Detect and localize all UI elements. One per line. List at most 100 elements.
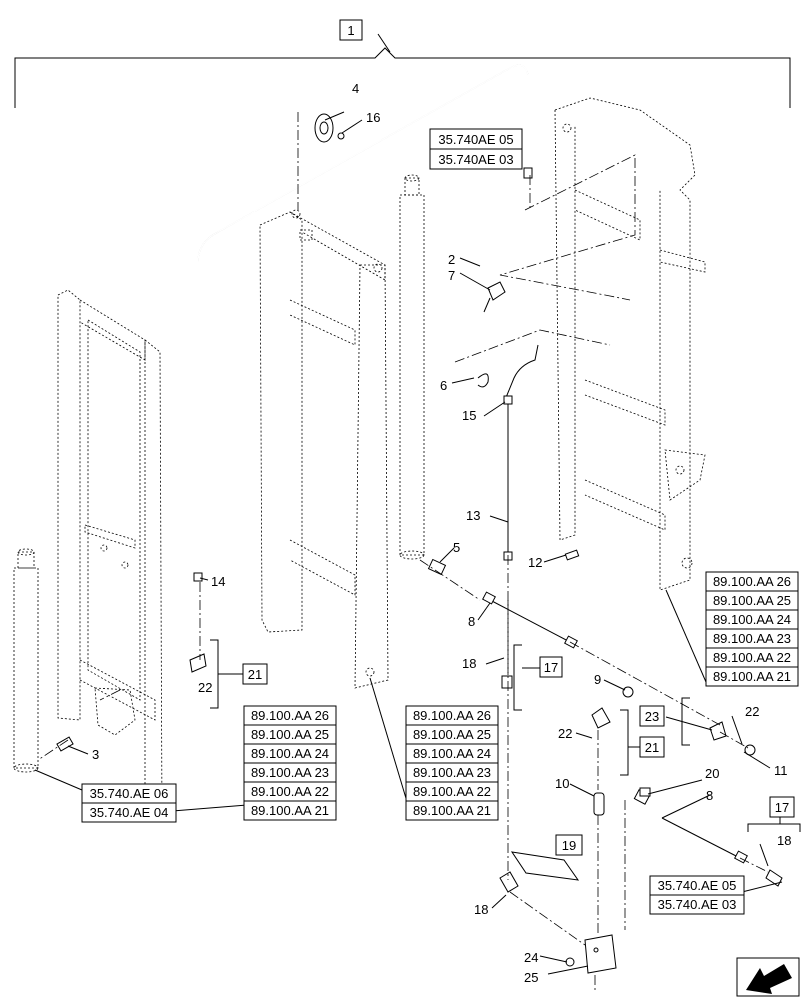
ref-stack-left-0: 89.100.AA 26 — [251, 708, 329, 723]
callout-23: 23 — [645, 709, 659, 724]
bolt-part-16 — [337, 132, 345, 140]
callout-18-lower: 18 — [474, 902, 488, 917]
elbow-part-9 — [622, 686, 634, 698]
left-cylinder — [13, 548, 39, 773]
callout-box-19 — [555, 834, 583, 856]
ref-bottom-left: 35.740.AE 06 35.740.AE 04 — [81, 783, 177, 823]
callout-8-upper: 8 — [468, 614, 475, 629]
ref-bottom-right-0: 35.740.AE 05 — [658, 878, 737, 893]
middle-cylinder — [399, 174, 425, 560]
fitting-part-15 — [504, 344, 539, 401]
ref-stack-right-0: 89.100.AA 26 — [713, 574, 791, 589]
long-hose-14 — [193, 64, 533, 582]
callout-25: 25 — [524, 970, 538, 985]
callout-8-lower: 8 — [706, 788, 713, 803]
callout-19: 19 — [562, 838, 576, 853]
nut-part-24 — [565, 957, 575, 967]
ref-stack-mid: 89.100.AA 26 89.100.AA 25 89.100.AA 24 8… — [405, 705, 499, 821]
ref-top-center-1: 35.740AE 03 — [438, 152, 513, 167]
callout-5: 5 — [453, 540, 460, 555]
callout-20: 20 — [705, 766, 719, 781]
fitting-part-5 — [427, 558, 447, 576]
ref-stack-right-5: 89.100.AA 21 — [713, 669, 791, 684]
ref-stack-right-4: 89.100.AA 22 — [713, 650, 791, 665]
panel-part-19 — [510, 851, 580, 881]
hose-part-8-lower — [633, 789, 748, 864]
callout-18-right: 18 — [777, 833, 791, 848]
callout-24: 24 — [524, 950, 538, 965]
callout-box-21-left — [242, 663, 268, 685]
callout-1: 1 — [347, 23, 354, 38]
clip-part-6 — [477, 373, 489, 388]
ref-stack-right-2: 89.100.AA 24 — [713, 612, 791, 627]
right-mast-frame — [554, 97, 706, 591]
callout-14: 14 — [211, 574, 225, 589]
assembly-bracket — [14, 33, 791, 108]
ref-stack-left-1: 89.100.AA 25 — [251, 727, 329, 742]
ref-stack-right-1: 89.100.AA 25 — [713, 593, 791, 608]
ref-stack-mid-2: 89.100.AA 24 — [413, 746, 491, 761]
callout-10: 10 — [555, 776, 569, 791]
callout-13: 13 — [466, 508, 480, 523]
leader-lines — [34, 111, 801, 975]
callout-17-lower: 17 — [775, 800, 789, 815]
callout-4: 4 — [352, 81, 359, 96]
callout-22-left: 22 — [198, 680, 212, 695]
middle-mast-frame — [259, 209, 389, 689]
fitting-part-20 — [639, 787, 651, 797]
left-mast-frame — [57, 289, 163, 821]
ref-bottom-left-0: 35.740.AE 06 — [90, 786, 169, 801]
plug-part-10 — [593, 792, 605, 816]
callout-labels: 1 4 16 2 7 6 15 13 5 12 14 8 18 17 9 22 … — [92, 19, 795, 985]
ref-stack-mid-3: 89.100.AA 23 — [413, 765, 491, 780]
ref-stack-left-3: 89.100.AA 23 — [251, 765, 329, 780]
callout-18-upper: 18 — [462, 656, 476, 671]
callout-17-upper: 17 — [544, 660, 558, 675]
callout-9: 9 — [594, 672, 601, 687]
ref-stack-left-2: 89.100.AA 24 — [251, 746, 329, 761]
pulley-part-4 — [314, 113, 334, 143]
ref-stack-left-5: 89.100.AA 21 — [251, 803, 329, 818]
ref-bottom-right: 35.740.AE 05 35.740.AE 03 — [649, 875, 745, 915]
direction-arrow-icon — [736, 957, 800, 997]
callout-12: 12 — [528, 555, 542, 570]
callout-16: 16 — [366, 110, 380, 125]
ref-stack-right: 89.100.AA 26 89.100.AA 25 89.100.AA 24 8… — [705, 571, 799, 687]
fitting-part-3 — [56, 736, 74, 752]
callout-box-23 — [639, 705, 665, 727]
elbow-part-18-lower — [499, 871, 519, 893]
elbow-fitting-center — [591, 707, 611, 729]
ref-stack-right-3: 89.100.AA 23 — [713, 631, 791, 646]
ref-stack-mid-5: 89.100.AA 21 — [413, 803, 491, 818]
ref-stack-left: 89.100.AA 26 89.100.AA 25 89.100.AA 24 8… — [243, 705, 337, 821]
callout-box-1 — [339, 19, 363, 41]
callout-box-17-lower — [769, 796, 795, 818]
clamp-part-7 — [483, 281, 506, 313]
callout-21-left: 21 — [248, 667, 262, 682]
callout-box-17-upper — [539, 656, 563, 678]
bolt-part-12 — [564, 549, 580, 561]
callout-15: 15 — [462, 408, 476, 423]
ref-stack-left-4: 89.100.AA 22 — [251, 784, 329, 799]
cap-part-11 — [744, 744, 756, 756]
callout-11: 11 — [774, 763, 788, 778]
hose-part-13 — [503, 395, 513, 561]
callout-21-right: 21 — [645, 740, 659, 755]
ref-stack-mid-1: 89.100.AA 25 — [413, 727, 491, 742]
hose-part-8-upper — [482, 591, 578, 649]
ref-top-center: 35.740AE 05 35.740AE 03 — [429, 128, 523, 170]
callout-7: 7 — [448, 268, 455, 283]
callout-box-21-right — [639, 736, 665, 758]
callout-22-center: 22 — [558, 726, 572, 741]
center-lines — [37, 112, 769, 990]
callout-22-right: 22 — [745, 704, 759, 719]
callout-6: 6 — [440, 378, 447, 393]
ref-stack-mid-0: 89.100.AA 26 — [413, 708, 491, 723]
tee-fitting-right — [709, 721, 727, 741]
fitting-part-18-right — [765, 869, 783, 887]
fitting-part-22-left — [189, 653, 207, 673]
callout-3: 3 — [92, 747, 99, 762]
ref-bottom-left-1: 35.740.AE 04 — [90, 805, 169, 820]
